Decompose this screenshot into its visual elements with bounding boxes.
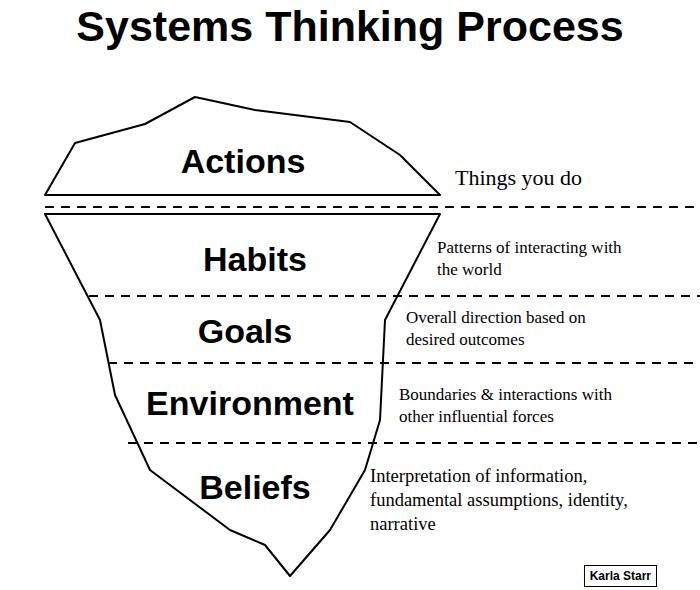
iceberg-band: Goals: [198, 313, 292, 350]
layer-description: Overall direction based on desired outco…: [406, 307, 621, 351]
layer-name: Habits: [203, 241, 307, 278]
layer-name: Beliefs: [199, 469, 311, 506]
waterline: [45, 206, 700, 208]
iceberg-band: Beliefs: [199, 469, 311, 506]
layer-description: Boundaries & interactions with other inf…: [399, 384, 634, 428]
layer-name: Environment: [146, 385, 354, 422]
divider: [128, 442, 700, 444]
signature-text: Karla Starr: [590, 569, 651, 583]
iceberg-band: Environment: [146, 385, 354, 422]
divider: [89, 295, 700, 297]
layer-name: Goals: [198, 313, 292, 350]
layer-description: Interpretation of information, fundament…: [370, 464, 660, 536]
layer-name: Actions: [181, 143, 306, 180]
signature-box: Karla Starr: [584, 565, 657, 587]
layer-description: Things you do: [455, 164, 685, 193]
iceberg-band: Habits: [203, 241, 307, 278]
iceberg-tip: [45, 97, 440, 195]
iceberg-band: Actions: [181, 143, 306, 180]
layer-description: Patterns of interacting with the world: [437, 237, 627, 281]
diagram-title: Systems Thinking Process: [0, 2, 700, 51]
divider: [108, 362, 700, 364]
